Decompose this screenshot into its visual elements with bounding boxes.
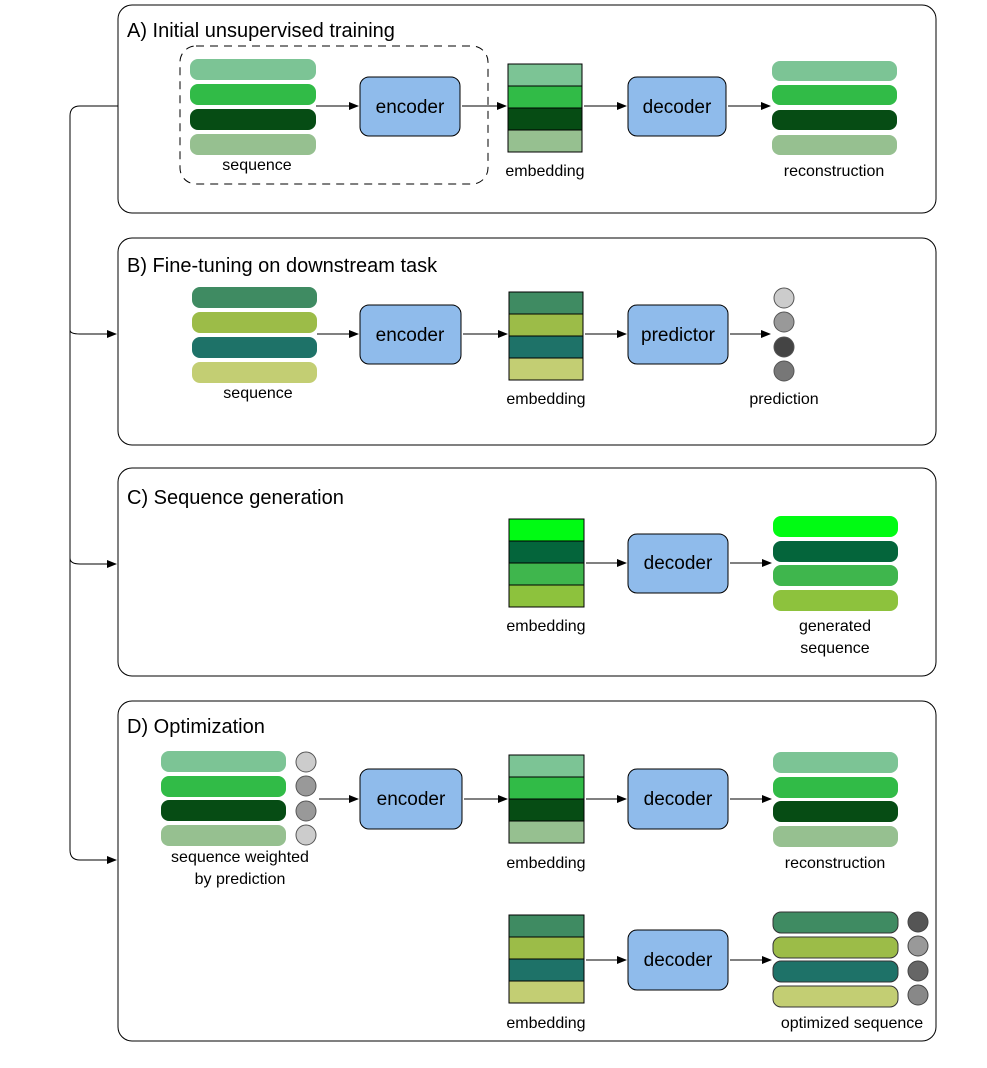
- optimized-sequence-label: optimized sequence: [781, 1015, 923, 1032]
- prediction-label: prediction: [749, 391, 818, 408]
- svg-text:decoder: decoder: [644, 553, 713, 574]
- prediction-weights: [295, 751, 317, 846]
- svg-text:encoder: encoder: [376, 97, 445, 118]
- prediction-values: [773, 287, 795, 382]
- generated-label-line1: generated: [799, 618, 871, 635]
- decoder-box: decoder: [627, 768, 729, 830]
- svg-text:decoder: decoder: [644, 789, 713, 810]
- panel-a: A) Initial unsupervised training sequenc…: [117, 4, 937, 214]
- embedding-vector: [507, 63, 583, 153]
- panel-a-title: A) Initial unsupervised training: [127, 20, 395, 42]
- embedding-label: embedding: [506, 391, 585, 408]
- generated-label-line2: sequence: [800, 640, 869, 657]
- panel-connector: [69, 105, 118, 864]
- sequence-label: sequence: [223, 385, 292, 402]
- panel-c: C) Sequence generation embedding decoder…: [117, 467, 937, 677]
- optimized-sequence: [772, 911, 899, 1008]
- panel-d-title: D) Optimization: [127, 716, 265, 738]
- embedding-label: embedding: [506, 855, 585, 872]
- encoder-box: encoder: [359, 304, 462, 365]
- svg-text:predictor: predictor: [641, 325, 716, 346]
- optimized-predictions: [907, 911, 929, 1006]
- panel-b-title: B) Fine-tuning on downstream task: [127, 255, 438, 277]
- embedding-label: embedding: [505, 163, 584, 180]
- decoder-box-2: decoder: [627, 929, 729, 991]
- reconstruction-sequence: [773, 752, 898, 847]
- input-sequence: [190, 59, 316, 155]
- reconstruction-label: reconstruction: [784, 163, 885, 180]
- embedding-vector: [508, 291, 584, 381]
- generated-sequence: [773, 516, 898, 611]
- predictor-box: predictor: [627, 304, 729, 365]
- panel-d: D) Optimization sequence weighted by pre…: [117, 700, 937, 1042]
- embedding-label: embedding: [506, 618, 585, 635]
- input-sequence: [192, 287, 317, 383]
- sequence-label: sequence: [222, 157, 291, 174]
- svg-text:decoder: decoder: [644, 950, 713, 971]
- panel-b: B) Fine-tuning on downstream task sequen…: [117, 237, 937, 446]
- encoder-input-group: [179, 45, 489, 185]
- weighted-label-line1: sequence weighted: [171, 849, 309, 866]
- decoder-box: decoder: [627, 533, 729, 594]
- panel-c-title: C) Sequence generation: [127, 487, 344, 509]
- decoder-box: decoder: [627, 76, 727, 137]
- embedding-vector: [508, 754, 585, 844]
- embedding-vector: [508, 518, 585, 608]
- weighted-sequence: [161, 751, 286, 846]
- encoder-box: encoder: [359, 76, 461, 137]
- reconstruction-sequence: [772, 61, 897, 155]
- encoder-box: encoder: [359, 768, 463, 830]
- optimized-embedding-vector: [508, 914, 585, 1004]
- reconstruction-label: reconstruction: [785, 855, 886, 872]
- embedding-label-2: embedding: [506, 1015, 585, 1032]
- svg-text:encoder: encoder: [376, 325, 445, 346]
- svg-text:encoder: encoder: [377, 789, 446, 810]
- weighted-label-line2: by prediction: [195, 871, 286, 888]
- svg-text:decoder: decoder: [643, 97, 712, 118]
